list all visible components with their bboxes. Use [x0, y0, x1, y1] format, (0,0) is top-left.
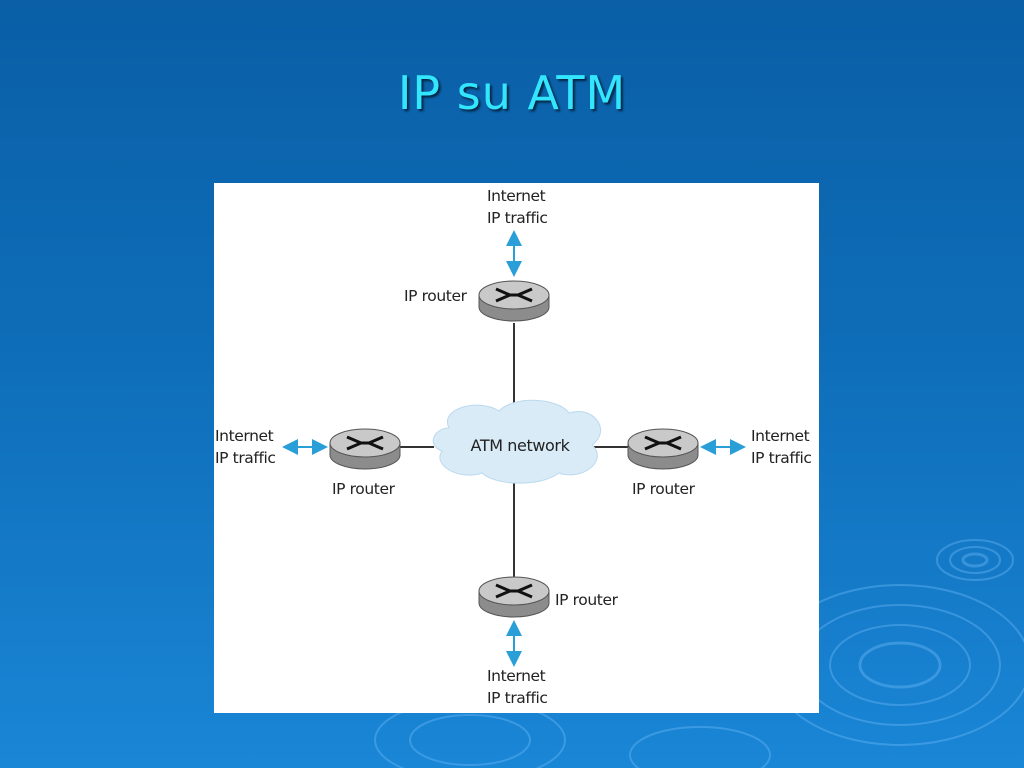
traffic-line2: IP traffic — [487, 209, 548, 227]
atm-network-cloud — [432, 399, 602, 484]
traffic-line1: Internet — [487, 187, 546, 205]
router-icon-left — [328, 427, 402, 471]
router-label-top: IP router — [404, 287, 467, 305]
traffic-label-right: Internet IP traffic — [751, 425, 812, 469]
traffic-line1: Internet — [487, 667, 546, 685]
traffic-label-bottom: Internet IP traffic — [487, 665, 548, 709]
router-label-right: IP router — [632, 480, 695, 498]
network-links — [400, 323, 628, 579]
slide-title: IP su ATM — [397, 66, 627, 120]
traffic-label-left: Internet IP traffic — [215, 425, 276, 469]
ip-over-atm-diagram: ATM network IP router IP router IP route… — [214, 183, 819, 713]
atm-network-label: ATM network — [470, 436, 570, 455]
router-icon-bottom — [477, 575, 551, 619]
traffic-line1: Internet — [215, 427, 274, 445]
traffic-line2: IP traffic — [215, 449, 276, 467]
traffic-line2: IP traffic — [751, 449, 812, 467]
router-icon-top — [477, 279, 551, 323]
router-label-left: IP router — [332, 480, 395, 498]
traffic-line1: Internet — [751, 427, 810, 445]
traffic-line2: IP traffic — [487, 689, 548, 707]
router-icon-right — [626, 427, 700, 471]
router-label-bottom: IP router — [555, 591, 618, 609]
traffic-label-top: Internet IP traffic — [487, 185, 548, 229]
